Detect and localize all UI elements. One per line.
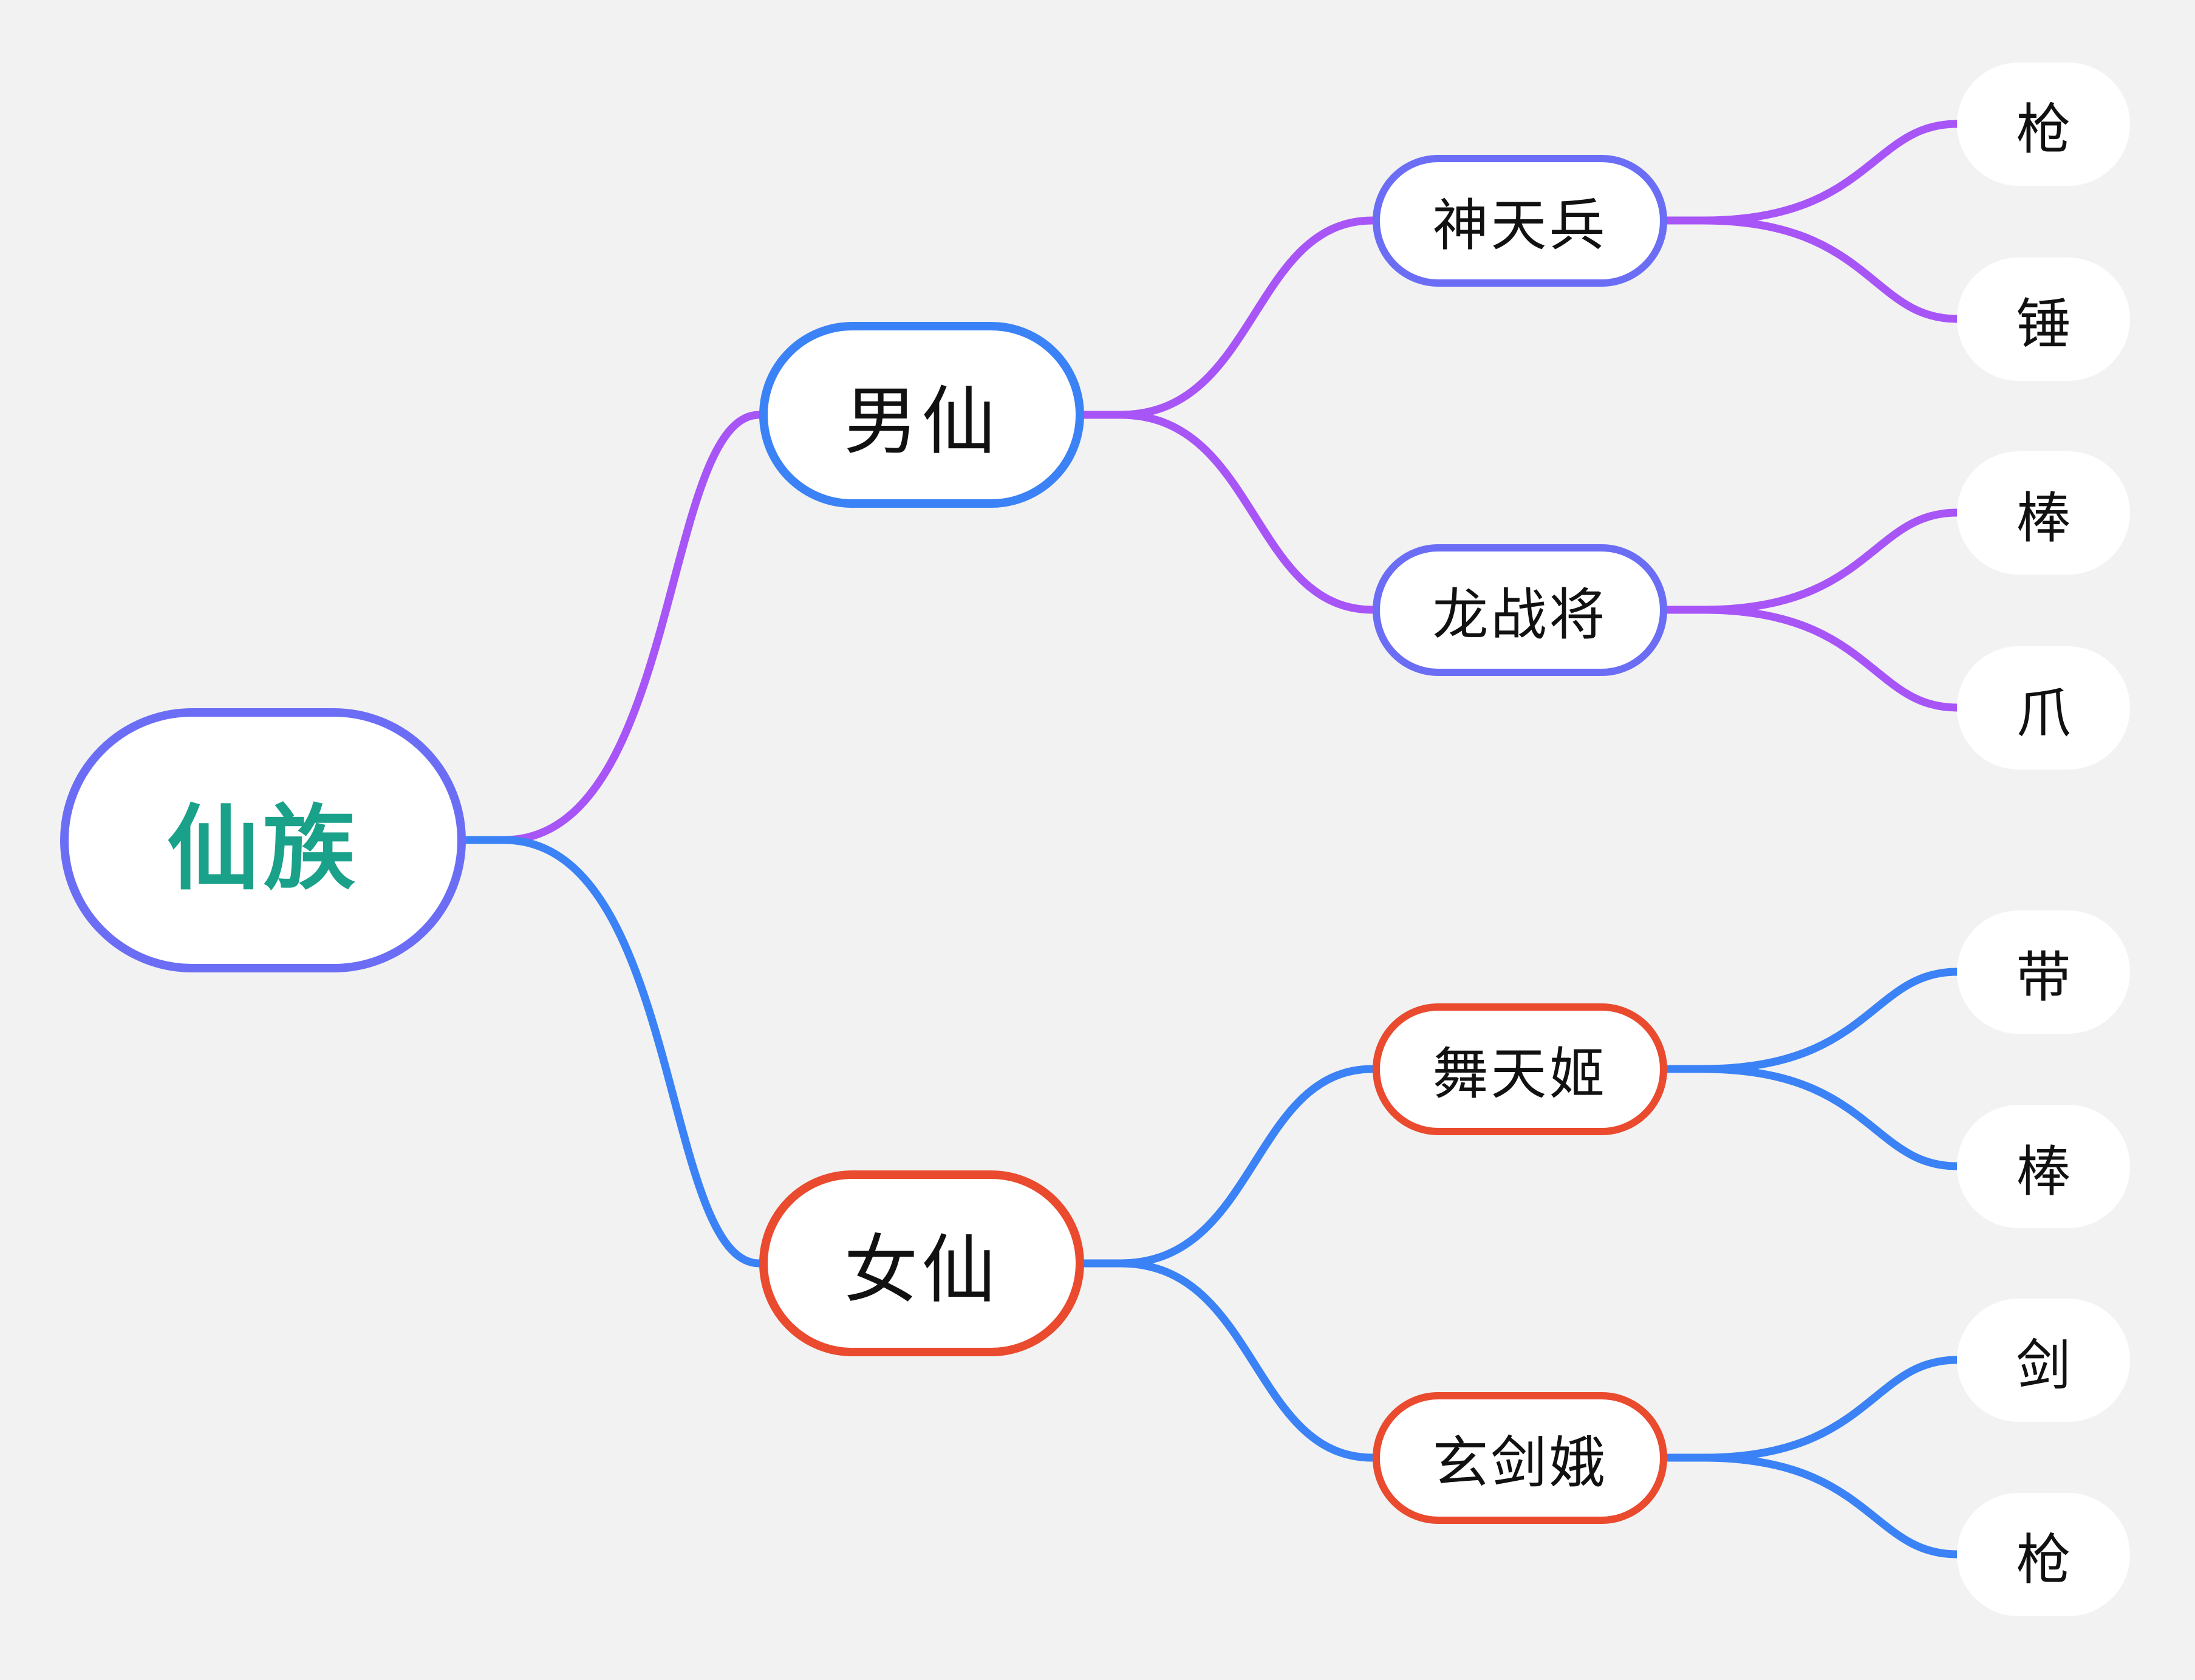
link-wutianji-leaf-2	[1663, 1065, 1961, 1170]
link-shentianbing-leaf-1	[1663, 120, 1961, 225]
leaf-node[interactable]: 带	[1957, 910, 2130, 1034]
root-node[interactable]: 仙族	[60, 708, 466, 972]
link-shentianbing-leaf-2	[1663, 216, 1961, 323]
leaf-node[interactable]: 枪	[1957, 63, 2130, 186]
link-longzhanjiang-leaf-2	[1663, 606, 1961, 712]
leaf-node[interactable]: 锤	[1957, 258, 2130, 381]
link-longzhanjiang-leaf-1	[1663, 508, 1961, 614]
link-root-female	[462, 836, 763, 1268]
link-female-xuanjiane	[1080, 1259, 1377, 1462]
link-wutianji-leaf-1	[1663, 968, 1961, 1073]
leaf-node[interactable]: 剑	[1957, 1299, 2130, 1422]
leaf-label: 剑	[2016, 1333, 2071, 1398]
leaf-label: 爪	[2016, 681, 2071, 745]
leaf-node[interactable]: 棒	[1957, 451, 2130, 575]
leaf-label: 带	[2016, 945, 2071, 1009]
leaf-label: 枪	[2016, 97, 2071, 162]
root-label: 仙族	[167, 794, 359, 903]
leaf-label: 棒	[2016, 486, 2071, 550]
subbranch-node-xuanjiane[interactable]: 玄剑娥	[1373, 1392, 1667, 1524]
branch-node-male[interactable]: 男仙	[759, 322, 1084, 508]
subbranch-label: 舞天姬	[1432, 1042, 1608, 1107]
link-xuanjiane-leaf-2	[1663, 1453, 1961, 1559]
leaf-label: 锤	[2016, 292, 2071, 357]
link-male-longzhanjiang	[1080, 411, 1377, 614]
link-root-male	[462, 411, 763, 844]
subbranch-node-shentianbing[interactable]: 神天兵	[1373, 155, 1667, 287]
branch-label: 男仙	[844, 378, 1000, 465]
link-male-shentianbing	[1080, 216, 1377, 419]
subbranch-node-longzhanjiang[interactable]: 龙战将	[1373, 544, 1667, 676]
subbranch-node-wutianji[interactable]: 舞天姬	[1373, 1003, 1667, 1135]
leaf-label: 枪	[2016, 1528, 2071, 1592]
subbranch-label: 玄剑娥	[1432, 1430, 1608, 1495]
branch-label: 女仙	[844, 1226, 1000, 1313]
leaf-label: 棒	[2016, 1139, 2071, 1204]
subbranch-label: 龙战将	[1432, 582, 1608, 647]
leaf-node[interactable]: 爪	[1957, 646, 2130, 770]
subbranch-label: 神天兵	[1432, 193, 1608, 258]
leaf-node[interactable]: 枪	[1957, 1493, 2130, 1616]
link-xuanjiane-leaf-1	[1663, 1356, 1961, 1462]
leaf-node[interactable]: 棒	[1957, 1105, 2130, 1228]
link-female-wutianji	[1080, 1065, 1377, 1268]
branch-node-female[interactable]: 女仙	[759, 1170, 1084, 1356]
